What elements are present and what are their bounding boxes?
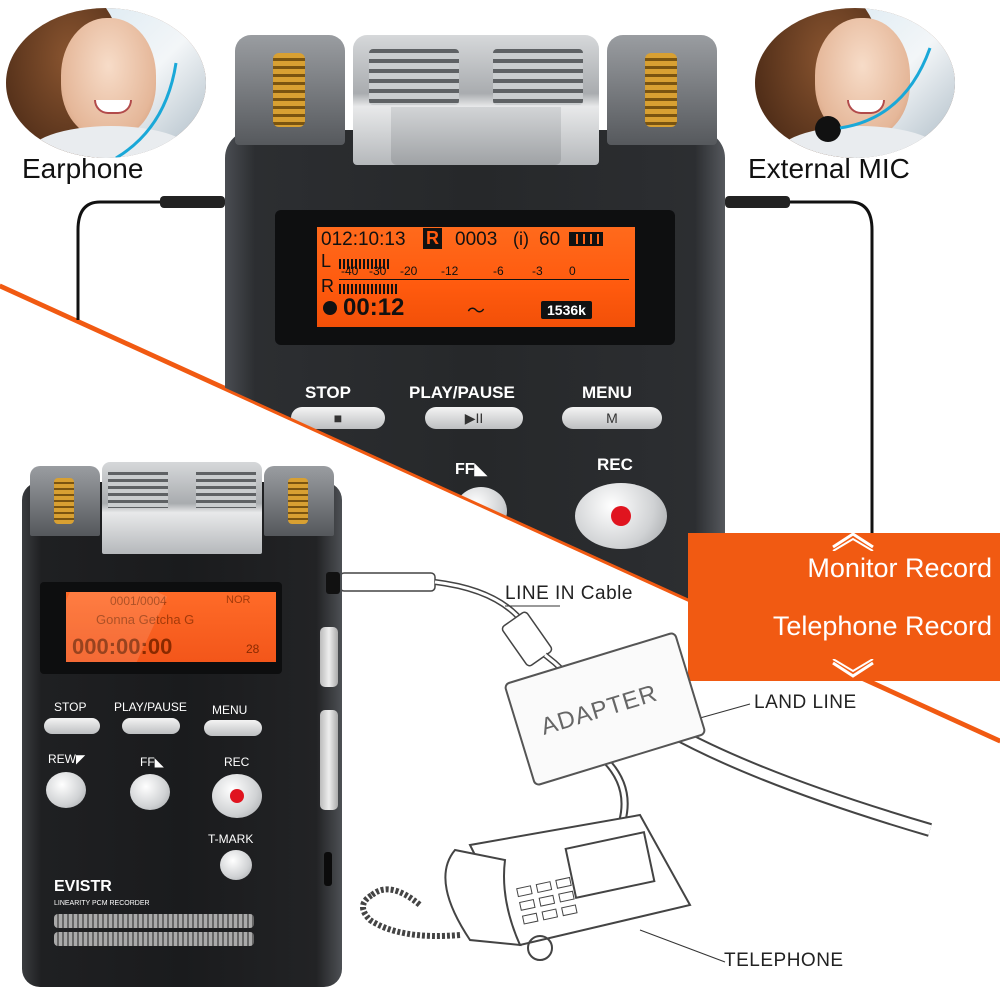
scale-40: -40 <box>341 264 359 278</box>
right-mic-capsule <box>607 35 717 145</box>
big-rec-label: REC <box>597 455 633 474</box>
small-menu-label: MENU <box>212 703 248 717</box>
big-menu-label: MENU <box>582 383 633 402</box>
small-lcd-tag: NOR <box>226 594 251 606</box>
big-ff-label: FF◣ <box>455 461 487 478</box>
line-in-jack[interactable] <box>326 572 340 594</box>
scale-30: -30 <box>369 264 387 278</box>
scale-3: -3 <box>532 264 543 278</box>
volume-rocker[interactable] <box>320 710 338 810</box>
big-menu-button[interactable]: M <box>562 407 662 429</box>
speaker-grille-top <box>54 914 254 928</box>
small-right-mic <box>264 466 334 536</box>
record-mode-banner: Monitor Record Telephone Record <box>688 532 1000 681</box>
small-recorder: 0001/0004 NOR Gonna Getcha G 000:00:00 2… <box>22 462 342 987</box>
lcd-level-value: 60 <box>539 229 561 250</box>
line-in-cable-label: LINE IN Cable <box>505 583 633 604</box>
small-rec-dot-icon <box>230 789 244 803</box>
small-lcd-screen: 0001/0004 NOR Gonna Getcha G 000:00:00 2… <box>66 592 276 662</box>
top-cables <box>76 196 874 540</box>
battery-icon <box>569 232 603 246</box>
small-left-mic <box>30 466 100 536</box>
speaker-grille-bottom <box>54 932 254 946</box>
big-play-pause-button[interactable]: ▶II <box>425 407 523 429</box>
lcd-bitrate: 1536k <box>541 301 592 319</box>
external-mic-photo <box>755 8 955 158</box>
small-stop-button[interactable] <box>44 718 100 734</box>
rec-dot-icon <box>611 506 631 526</box>
earphone-label: Earphone <box>22 153 144 184</box>
record-dot-icon <box>323 301 337 315</box>
small-recorder-body <box>22 482 342 987</box>
left-mic-capsule <box>235 35 345 145</box>
scale-12: -12 <box>441 264 459 278</box>
small-rew-label: REW◤ <box>48 752 86 766</box>
big-rec-button[interactable] <box>575 483 667 549</box>
lcd-channel-right: R <box>321 276 334 296</box>
lcd-clock: 012:10:13 <box>321 229 406 250</box>
small-rec-label: REC <box>224 755 250 769</box>
usb-port[interactable] <box>324 852 332 886</box>
small-tmark-button[interactable] <box>220 850 252 880</box>
earphone-photo <box>6 8 206 158</box>
center-mic-grille <box>353 35 599 165</box>
chevron-up-icon <box>832 532 874 551</box>
small-stop-label: STOP <box>54 700 87 714</box>
lcd-elapsed-time: 00:12 <box>343 294 405 321</box>
external-mic-label: External MIC <box>748 153 910 184</box>
monitor-record-label: Monitor Record <box>807 553 992 583</box>
model-name: LINEARITY PCM RECORDER <box>54 900 150 907</box>
scale-0: 0 <box>569 264 576 278</box>
small-center-mic <box>102 462 262 554</box>
small-tmark-label: T-MARK <box>208 832 254 846</box>
small-rec-button[interactable] <box>212 774 262 818</box>
small-ff-label: FF◣ <box>140 755 164 769</box>
lcd-lock-icon: (i) <box>513 229 529 249</box>
small-menu-button[interactable] <box>204 720 262 736</box>
right-level-meter <box>339 284 399 294</box>
lapel-mic-icon <box>815 116 841 142</box>
small-play-pause-button[interactable] <box>122 718 180 734</box>
waveform-icon: 〜 <box>467 301 485 321</box>
lcd-mode-badge: R <box>423 228 442 249</box>
scale-6: -6 <box>493 264 504 278</box>
side-switch[interactable] <box>320 627 338 687</box>
small-rew-button[interactable] <box>46 772 86 808</box>
small-lcd-track: 0001/0004 <box>110 594 167 608</box>
lcd-track-number: 0003 <box>455 229 498 250</box>
big-stop-label: STOP <box>305 383 351 402</box>
small-lcd-side: 28 <box>246 642 260 656</box>
big-play-label: PLAY/PAUSE <box>409 383 515 402</box>
telephone-record-label: Telephone Record <box>772 611 992 641</box>
left-level-meter <box>339 259 389 269</box>
small-ff-button[interactable] <box>130 774 170 810</box>
small-play-label: PLAY/PAUSE <box>114 700 187 714</box>
adapter-label: ADAPTER <box>537 679 661 741</box>
small-lcd-time: 000:00:00 <box>72 634 173 659</box>
land-line-label: LAND LINE <box>754 692 857 713</box>
telephone-label: TELEPHONE <box>724 950 844 971</box>
lcd-channel-left: L <box>321 251 332 271</box>
chevron-down-icon <box>832 659 874 678</box>
brand-logo: EVISTR <box>54 878 112 895</box>
scale-20: -20 <box>400 264 418 278</box>
small-lcd-title: Gonna Getcha G <box>96 612 195 627</box>
big-stop-button[interactable]: ■ <box>291 407 385 429</box>
big-lcd-screen: 012:10:13 R 0003 (i) 60 L -40 -30 -20 -1… <box>317 227 635 327</box>
